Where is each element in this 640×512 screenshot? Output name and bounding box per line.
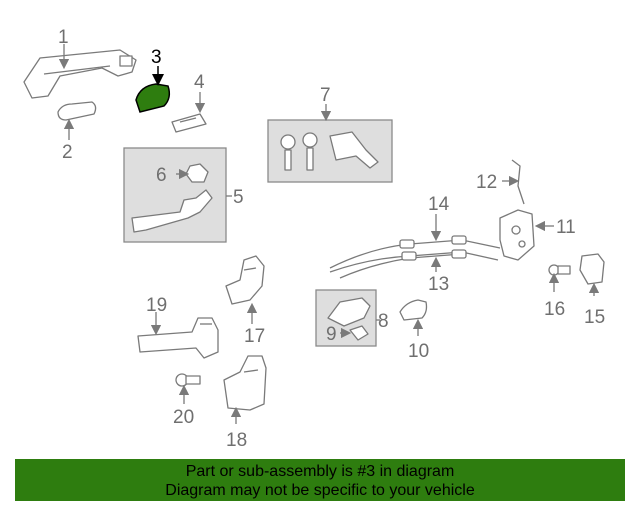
- part-5-box: 6 5: [123, 147, 244, 243]
- callout-7: 7: [320, 85, 331, 106]
- part-1-handle-frame: 1: [23, 27, 137, 99]
- callout-6: 6: [156, 165, 167, 186]
- callout-5: 5: [233, 187, 244, 208]
- part-8-box: 9 8: [315, 289, 389, 347]
- callout-17: 17: [244, 326, 265, 347]
- part-4-gasket: 4: [171, 72, 207, 133]
- callout-15: 15: [584, 307, 605, 328]
- callout-10: 10: [408, 341, 429, 362]
- part-2-pad: 2: [57, 101, 97, 163]
- callout-12: 12: [476, 172, 497, 193]
- callout-2: 2: [62, 142, 73, 163]
- callout-13: 13: [428, 274, 449, 295]
- callout-16: 16: [544, 299, 565, 320]
- callout-9: 9: [326, 324, 337, 345]
- part-10-cover: 10: [399, 299, 429, 362]
- callout-1: 1: [58, 27, 69, 48]
- callout-4: 4: [194, 72, 205, 93]
- callout-14: 14: [428, 194, 450, 215]
- part-15-striker: 15: [579, 253, 605, 328]
- callout-11: 11: [556, 217, 576, 238]
- banner-line-1: Part or sub-assembly is #3 in diagram: [185, 463, 455, 480]
- callout-19: 19: [146, 295, 167, 316]
- part-3-handle-cap: 3: [135, 47, 171, 113]
- callout-8: 8: [378, 311, 389, 332]
- banner-line-2: Diagram may not be specific to your vehi…: [165, 482, 475, 499]
- part-16-bolt: 16: [544, 264, 571, 320]
- part-20-bolt: 20: [173, 373, 201, 428]
- part-18-lower-hinge: 18: [223, 355, 267, 451]
- part-17-hinge: 17: [225, 255, 265, 347]
- callout-3: 3: [151, 47, 162, 68]
- callout-20: 20: [173, 407, 194, 428]
- part-12-rod: 12: [476, 159, 525, 205]
- info-banner: Part or sub-assembly is #3 in diagram Di…: [15, 459, 625, 501]
- part-11-latch: 11: [499, 209, 576, 261]
- part-7-key-set: 7: [267, 85, 393, 183]
- part-19-door-check: 19: [137, 295, 219, 359]
- callout-18: 18: [226, 430, 247, 451]
- part-13-14-cables: 14 13: [329, 194, 501, 295]
